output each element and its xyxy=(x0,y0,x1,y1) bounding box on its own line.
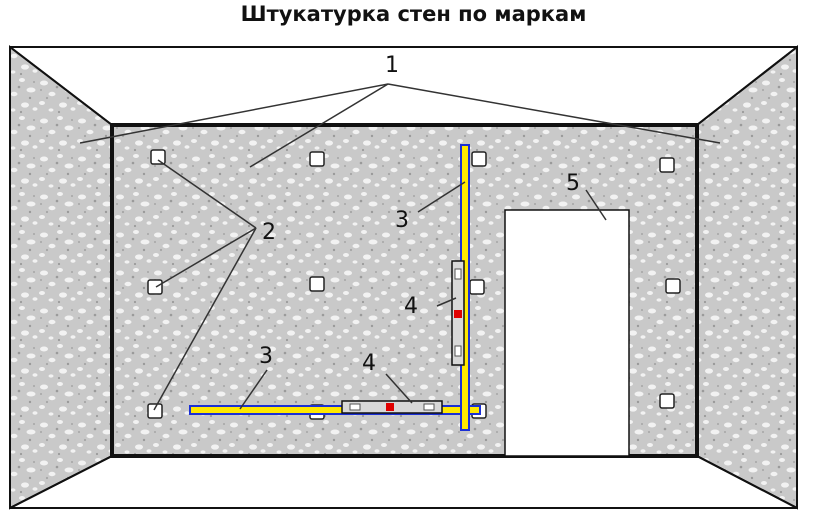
leader-lines xyxy=(79,83,721,411)
plaster-mark xyxy=(471,151,487,167)
label-horizontal-level: 4 xyxy=(362,351,376,376)
ceiling-edge-left xyxy=(9,46,113,126)
level-bubble xyxy=(386,403,394,411)
floor-edge-right xyxy=(696,455,798,509)
plaster-mark xyxy=(150,149,166,165)
plaster-mark xyxy=(469,279,485,295)
label-horizontal-rail: 3 xyxy=(259,344,273,369)
plaster-mark xyxy=(659,157,675,173)
ceiling-edge-right xyxy=(696,46,798,126)
plaster-mark xyxy=(147,279,163,295)
label-walls: 1 xyxy=(385,53,399,78)
plaster-mark xyxy=(659,393,675,409)
label-marks: 2 xyxy=(262,220,276,245)
label-vertical-rail: 3 xyxy=(395,208,409,233)
level-bubble xyxy=(454,310,462,318)
plaster-mark xyxy=(665,278,681,294)
plaster-mark xyxy=(309,151,325,167)
horizontal-level xyxy=(341,400,443,414)
label-door: 5 xyxy=(566,171,580,196)
right-side-wall xyxy=(696,44,798,510)
plaster-mark xyxy=(147,403,163,419)
plaster-mark xyxy=(309,276,325,292)
diagram-title: Штукатурка стен по маркам xyxy=(240,2,587,26)
left-side-wall xyxy=(9,44,113,510)
door xyxy=(504,209,630,457)
vertical-level xyxy=(451,260,465,366)
label-vertical-level: 4 xyxy=(404,294,418,319)
horizontal-rail xyxy=(189,405,481,415)
floor-edge-left xyxy=(9,455,113,509)
